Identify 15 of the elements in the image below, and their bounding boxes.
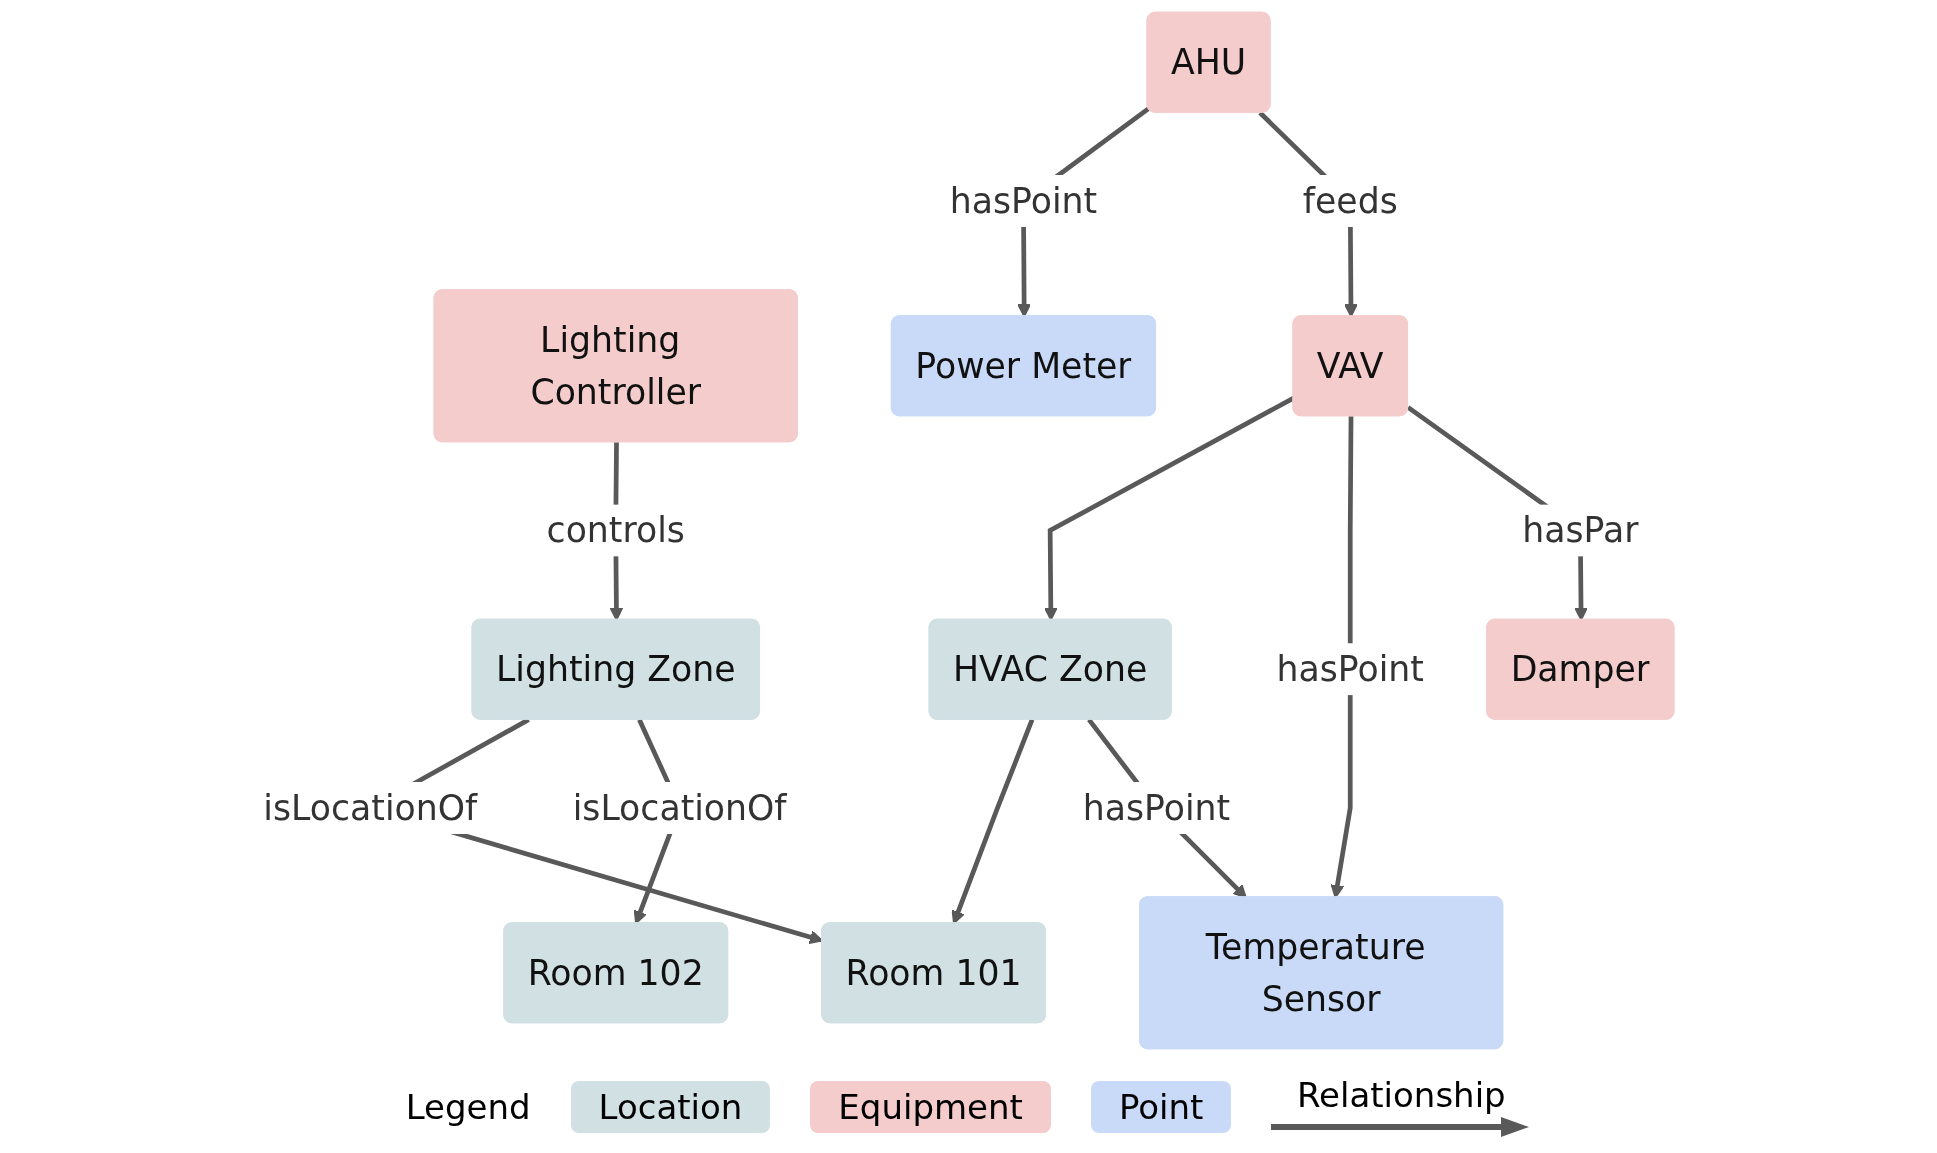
legend-title: Legend (405, 1087, 531, 1127)
edge-label: feeds (1302, 181, 1398, 221)
edge-label: hasPoint (1082, 788, 1231, 828)
edge-label: controls (546, 510, 685, 551)
edge-label: hasPoint (949, 181, 1098, 221)
edge-label: hasPar (1522, 510, 1639, 551)
edge-label: isLocationOf (572, 788, 787, 828)
legend-swatch: Location (570, 1081, 771, 1133)
legend-swatch: Equipment (810, 1081, 1051, 1133)
arrow (1330, 416, 1354, 899)
arrow (951, 718, 1035, 925)
edge-label: hasPoint (1276, 649, 1424, 689)
legend-swatch: Point (1090, 1081, 1232, 1133)
legend-text: Relationship (1297, 1075, 1506, 1115)
edge-label: isLocationOf (263, 788, 478, 828)
